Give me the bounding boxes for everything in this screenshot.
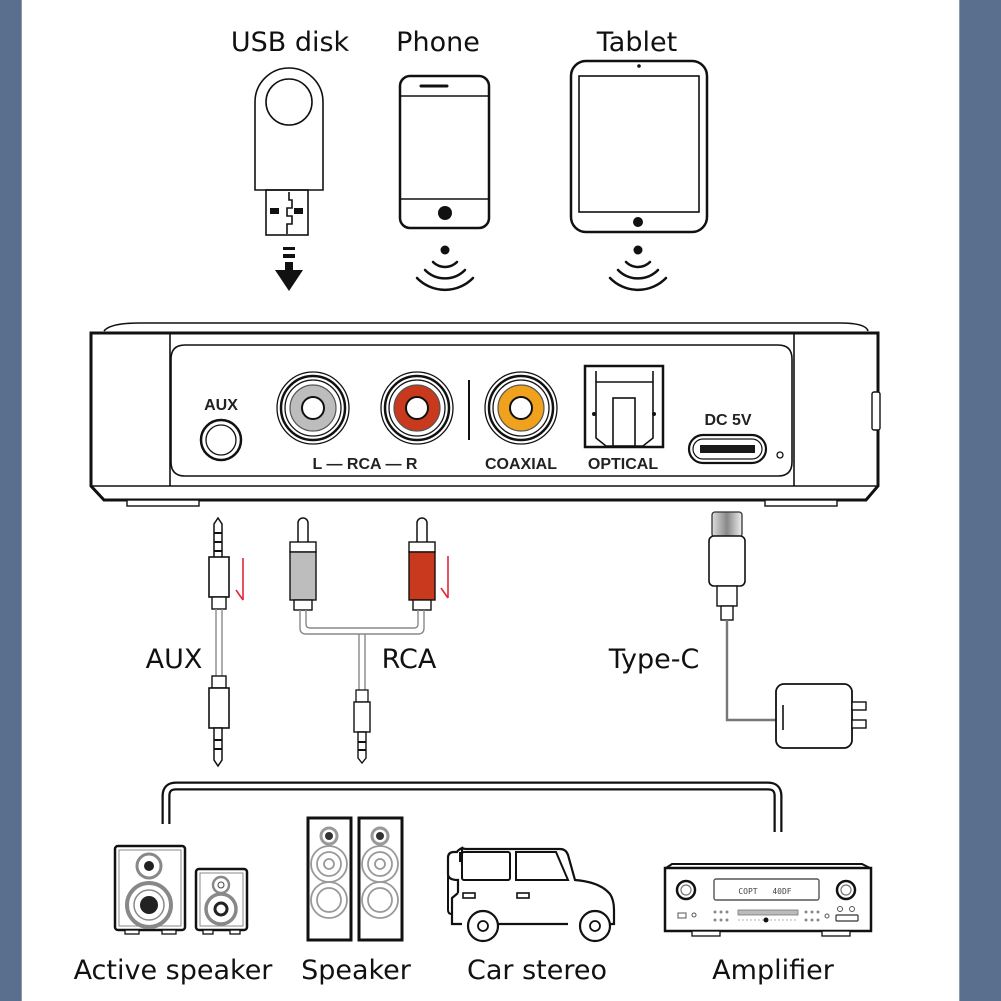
amp-display-left: COPT bbox=[738, 887, 757, 896]
amplifier-icon: COPT 40DF bbox=[663, 863, 873, 937]
speaker-label: Speaker bbox=[301, 955, 412, 986]
usb-drive-icon bbox=[254, 67, 324, 236]
wireless-signal-icon bbox=[608, 245, 668, 292]
coaxial-port-label: COAXIAL bbox=[485, 456, 557, 473]
output-amplifier: COPT 40DF Amplifier bbox=[663, 863, 873, 986]
car-icon bbox=[446, 846, 616, 943]
insert-arrow-icon bbox=[235, 558, 244, 601]
source-tablet: Tablet bbox=[569, 27, 709, 292]
left-side-band bbox=[0, 0, 22, 1001]
rca-port-label: L — RCA — R bbox=[313, 456, 418, 473]
right-side-band bbox=[959, 0, 1001, 1001]
insert-arrow-icon bbox=[440, 556, 449, 599]
aux-port-label: AUX bbox=[204, 397, 238, 414]
output-active-speaker: Active speaker bbox=[74, 844, 274, 986]
output-bracket bbox=[161, 781, 783, 832]
smartphone-icon bbox=[398, 74, 491, 230]
optical-port-label: OPTICAL bbox=[588, 456, 658, 473]
phone-label: Phone bbox=[396, 27, 480, 58]
aux-cable-label: AUX bbox=[146, 644, 203, 675]
source-phone: Phone bbox=[396, 27, 491, 292]
arrow-down-icon bbox=[275, 247, 303, 291]
source-usb: USB disk bbox=[231, 27, 350, 291]
rca-right-port bbox=[380, 371, 454, 445]
aux-cable bbox=[208, 516, 244, 768]
dc-port-label: DC 5V bbox=[704, 412, 751, 429]
rca-cable bbox=[289, 517, 449, 765]
receiver-device: AUX L — RCA — R COAXIAL bbox=[89, 322, 881, 507]
dc-5v-port: DC 5V bbox=[687, 412, 784, 465]
output-speaker: Speaker bbox=[301, 816, 412, 986]
active-speaker-label: Active speaker bbox=[74, 955, 274, 986]
rca-left-port bbox=[276, 371, 350, 445]
typec-cable-label: Type-C bbox=[608, 644, 700, 675]
floor-speaker-icon bbox=[306, 816, 404, 942]
rca-cable-label: RCA bbox=[382, 644, 437, 675]
tablet-icon bbox=[569, 59, 709, 234]
aux-port: AUX bbox=[199, 397, 243, 462]
usb-label: USB disk bbox=[231, 27, 350, 58]
amplifier-label: Amplifier bbox=[712, 955, 835, 986]
coaxial-port: COAXIAL bbox=[484, 371, 558, 473]
optical-port: OPTICAL bbox=[583, 364, 665, 473]
car-stereo-label: Car stereo bbox=[467, 955, 607, 986]
amp-display-right: 40DF bbox=[772, 887, 791, 896]
typec-cable bbox=[708, 511, 867, 749]
active-speaker-icon bbox=[113, 844, 249, 935]
wireless-signal-icon bbox=[415, 245, 475, 292]
tablet-label: Tablet bbox=[596, 27, 677, 58]
output-car-stereo: Car stereo bbox=[446, 846, 616, 986]
